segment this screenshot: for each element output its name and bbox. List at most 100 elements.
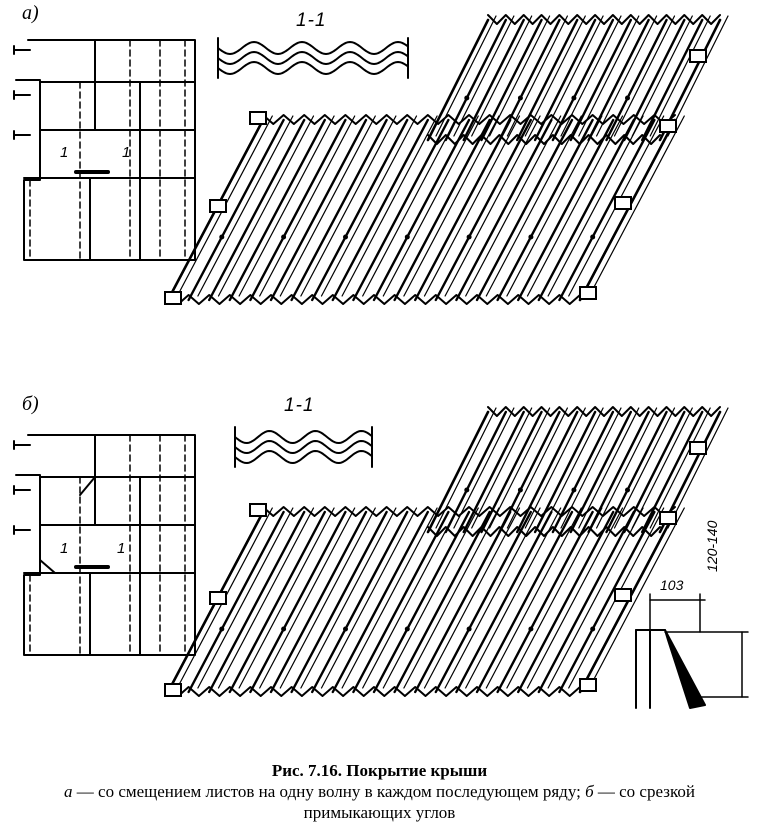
roof-rib-line: [605, 410, 668, 534]
roof-purlin: [659, 119, 677, 133]
roof-fastener: [464, 487, 470, 493]
panel-b-letter: б): [22, 393, 39, 415]
corner-cut-detail: [635, 593, 749, 709]
roof-rib-line: [434, 118, 532, 302]
roof-rib-shade: [423, 507, 521, 689]
section-wave-line: [217, 61, 409, 75]
roof-fastener: [571, 487, 577, 493]
roof-rib-shade: [300, 115, 397, 297]
roof-rib-shade: [382, 507, 479, 689]
roof-fastener: [281, 234, 287, 240]
roof-rib-shade: [560, 407, 622, 529]
roof-rib-shade: [238, 115, 335, 297]
roof-rib-shade: [217, 507, 315, 689]
roof-rib-shade: [542, 15, 604, 137]
section-wave-line: [217, 41, 409, 55]
roof-rib-line: [475, 510, 574, 694]
roof-rib-shade: [435, 15, 497, 137]
section-wave-line: [234, 430, 372, 444]
roof-rib-shade: [506, 15, 569, 137]
roof-rib-shade: [631, 407, 693, 529]
roof-rib-shade: [595, 407, 658, 529]
roof-rib-shade: [444, 115, 541, 297]
caption-b-letter: б: [585, 782, 594, 801]
panel-a-letter: а): [22, 2, 39, 24]
roof-rib-line: [558, 510, 656, 694]
roof-rib-line: [516, 18, 579, 142]
cut-corner-line: [79, 476, 96, 496]
roof-rib-line: [498, 410, 561, 534]
roof-rib-line: [558, 118, 656, 302]
roof-rib-line: [537, 510, 635, 694]
roof-rib-line: [587, 18, 650, 142]
roof-rib-shade: [300, 507, 397, 689]
roof-top-edge: [262, 114, 676, 125]
roof-rib-line: [517, 510, 615, 694]
roof-rib-line: [498, 18, 561, 142]
roof-rib-line: [455, 118, 553, 302]
roof-purlin: [164, 291, 182, 305]
roof-rib-shade: [382, 115, 479, 297]
roof-rib-line: [393, 118, 491, 302]
roof-rib-line: [207, 510, 306, 694]
roof-rib-shade: [362, 115, 459, 297]
panel-b-drawing: [13, 406, 749, 709]
roof-rib-shade: [217, 115, 315, 297]
roof-rib-line: [311, 510, 409, 694]
roof-rib-shade: [471, 15, 533, 137]
roof-rib-line: [290, 510, 388, 694]
roof-fastener: [343, 626, 348, 632]
roof-rib-line: [444, 18, 507, 142]
cut-height-dimension: 120-140: [704, 520, 720, 572]
roof-rib-line: [551, 18, 615, 142]
roof-fastener: [590, 626, 596, 632]
roof-rib-shade: [453, 15, 515, 137]
roof-top-edge: [487, 14, 721, 25]
roof-rib-shade: [667, 407, 729, 529]
roof-rib-shade: [649, 407, 711, 529]
roof-rib-shade: [649, 15, 711, 137]
roof-rib-shade: [489, 407, 551, 529]
roof-rib-shade: [465, 115, 562, 297]
panel-b-section-mark-left: 1: [60, 540, 69, 557]
roof-fastener: [528, 234, 534, 240]
section-wave-line: [234, 440, 372, 454]
roof-rib-line: [496, 118, 594, 302]
roof-rib-line: [352, 510, 450, 694]
roof-purlin: [689, 49, 707, 63]
roof-purlin: [164, 683, 182, 697]
roof-rib-line: [455, 510, 553, 694]
roof-purlin: [209, 591, 227, 605]
roof-rib-shade: [506, 507, 603, 689]
caption-description: а — со смещением листов на одну волну в …: [0, 781, 759, 823]
roof-rib-shade: [362, 507, 459, 689]
roof-rib-shade: [631, 15, 693, 137]
plan-outline: [15, 39, 196, 261]
panel-a-section-label: 1-1: [296, 10, 327, 31]
roof-fastener: [464, 95, 470, 101]
roof-top-edge: [262, 506, 676, 517]
panel-b-section-label: 1-1: [284, 395, 315, 416]
section-wave-line: [234, 450, 372, 464]
roof-fastener: [466, 626, 472, 632]
roof-rib-shade: [238, 507, 335, 689]
roof-rib-line: [393, 510, 491, 694]
roof-rib-line: [641, 18, 704, 142]
roof-fastener: [281, 626, 287, 632]
roof-rib-line: [372, 118, 471, 302]
roof-rib-line: [623, 410, 686, 534]
roof-rib-shade: [524, 15, 586, 137]
roof-rib-line: [569, 410, 632, 534]
roof-rib-line: [537, 118, 635, 302]
roof-top-edge: [487, 406, 721, 417]
roof-rib-line: [551, 410, 615, 534]
roof-rib-shade: [197, 507, 294, 689]
roof-rib-line: [352, 118, 450, 302]
roof-rib-shade: [435, 407, 497, 529]
roof-rib-line: [516, 410, 579, 534]
roof-rib-line: [187, 118, 285, 302]
roof-rib-shade: [453, 407, 515, 529]
roof-rib-shade: [595, 15, 658, 137]
roof-fastener: [219, 626, 225, 632]
roof-rib-line: [207, 118, 306, 302]
